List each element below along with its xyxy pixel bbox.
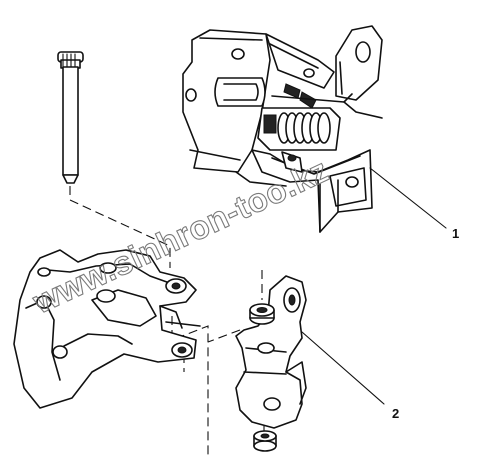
hinge-spring (277, 112, 331, 144)
callout-label-2: 2 (392, 406, 399, 421)
hinge-bushing-lower (253, 430, 277, 452)
upper-hinge-assembly (182, 25, 383, 233)
lower-hinge-body (13, 249, 201, 409)
leader-lines (301, 167, 447, 405)
callout-label-1: 1 (452, 226, 459, 241)
lower-hinge-bracket (235, 275, 307, 452)
hinge-pin (57, 51, 84, 184)
hinge-bushing-upper (249, 303, 275, 325)
